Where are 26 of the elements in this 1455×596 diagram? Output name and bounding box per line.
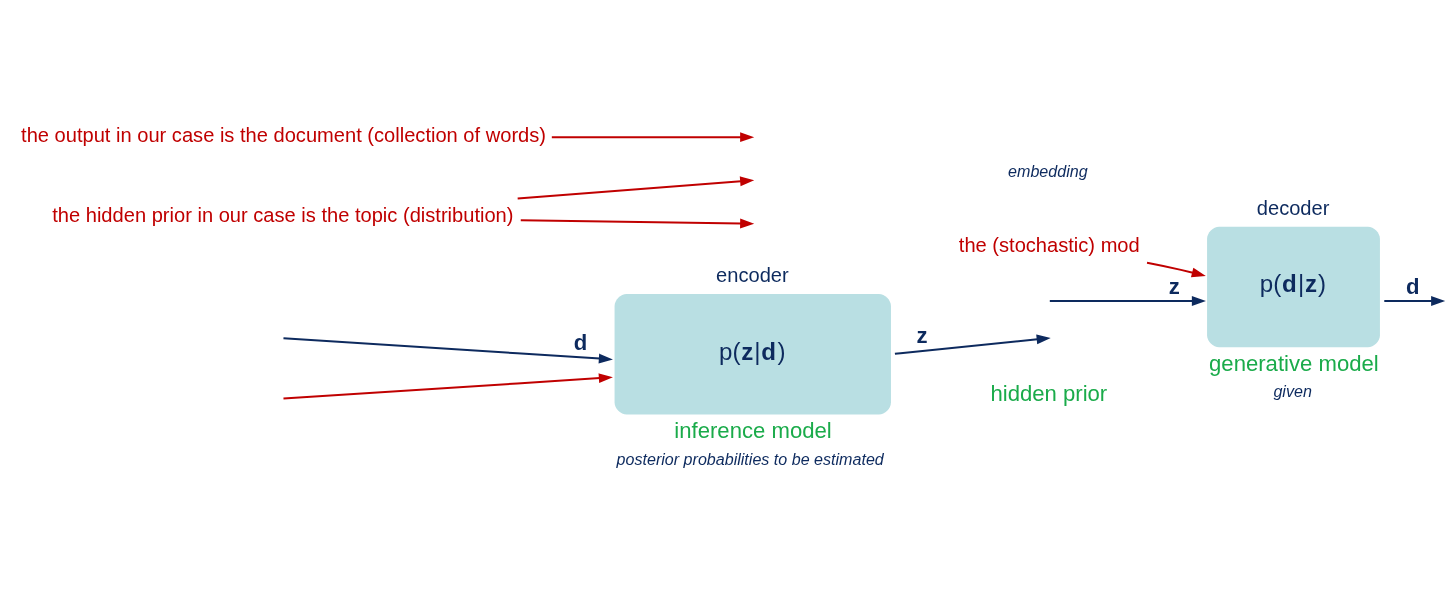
arrow (282, 373, 613, 400)
node-box: p(z|d) (614, 294, 891, 415)
arrow (1146, 261, 1206, 278)
arrow (1049, 296, 1206, 306)
node-text: the hidden prior in our case is the topic (distribution) (51, 203, 514, 226)
edge-label: z (1168, 273, 1180, 299)
node-label: generative model (1208, 350, 1379, 376)
node-box: p(d|z) (1206, 226, 1380, 348)
node-label: encoder (715, 263, 789, 286)
node-text: the (stochastic) mod (958, 233, 1140, 256)
arrow (282, 337, 613, 364)
arrow (894, 334, 1051, 355)
node-text: the output in our case is the document (collection of words) (20, 124, 546, 147)
node-label: posterior probabilities to be estimated (616, 449, 884, 468)
label: embedding (1007, 162, 1088, 181)
edge-label: z (916, 322, 928, 348)
arrow (520, 218, 754, 229)
label: hidden prior (989, 381, 1107, 407)
node-label: inference model (673, 418, 832, 444)
node-label: given (1272, 382, 1312, 401)
arrow (1383, 296, 1445, 306)
edge-label: d (573, 329, 587, 355)
node-label: decoder (1256, 196, 1329, 219)
arrow (551, 132, 754, 143)
edge-label: d (1405, 273, 1420, 299)
arrow (517, 176, 754, 200)
